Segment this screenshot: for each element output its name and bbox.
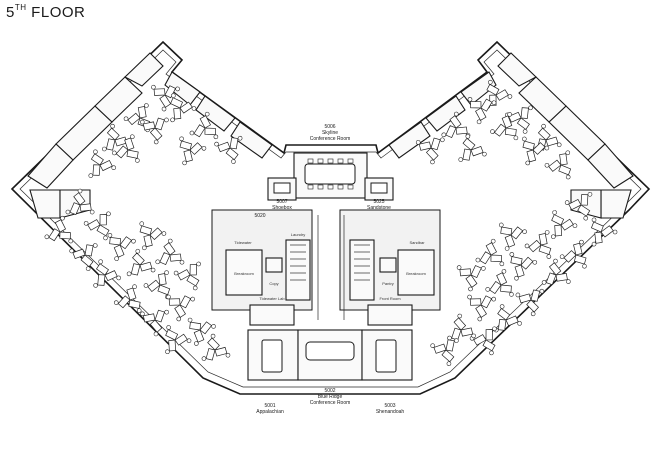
workstation-pod	[179, 136, 207, 166]
label-sandbar: Sandbar	[409, 240, 425, 245]
room-5003	[361, 329, 413, 381]
workstation-pod	[44, 215, 74, 244]
workstation-pod	[126, 248, 156, 277]
label-5025-name: Sandstone	[367, 205, 391, 211]
label-5025-number: 5025	[373, 199, 384, 205]
left-wing-offices	[27, 52, 273, 219]
label-pantry: Pantry	[382, 281, 394, 286]
room-5025	[364, 177, 394, 201]
workstation-pod	[447, 313, 476, 341]
workstation-pod	[430, 338, 459, 366]
workstation-pod	[166, 294, 195, 322]
workstation-pod	[467, 294, 497, 322]
label-breakroom-right: Breakroom	[406, 271, 426, 276]
workstation-pod	[88, 149, 117, 178]
label-front-room: Front Room	[379, 296, 401, 301]
label-5006-type: Conference Room	[310, 136, 351, 142]
room-5007	[267, 177, 297, 201]
label-5006-name: Skyline	[322, 130, 338, 136]
workstation-pod	[189, 111, 219, 140]
workstation-pod	[214, 135, 243, 164]
workstation-pod	[456, 265, 486, 292]
workstation-pod	[139, 117, 169, 145]
workstation-pod	[143, 270, 171, 300]
label-tidewater: Tidewater	[234, 240, 252, 245]
workstation-pod	[140, 309, 169, 337]
label-5002-type: Conference Room	[310, 400, 351, 406]
label-laundry: Laundry	[291, 232, 305, 237]
label-5007-number: 5007	[276, 199, 287, 205]
workstation-pod	[107, 232, 136, 261]
workstation-pod	[173, 261, 201, 291]
floor-title: 5TH FLOOR	[6, 3, 86, 21]
workstation-pod	[65, 188, 95, 216]
label-5002-name: Blue Ridge	[318, 394, 343, 400]
label-5003-number: 5003	[384, 403, 395, 409]
workstation-pod	[505, 105, 533, 134]
workstation-pod	[415, 137, 445, 165]
workstation-pod	[544, 150, 572, 180]
workstation-pod	[551, 210, 578, 240]
workstation-pod	[590, 217, 618, 247]
workstation-pod	[475, 238, 505, 267]
workstation-pod	[139, 221, 167, 251]
workstation-pod	[113, 284, 142, 313]
workstation-pod	[498, 222, 527, 251]
workstation-pod	[441, 111, 471, 138]
room-5002	[297, 329, 363, 381]
workstation-pod	[493, 304, 522, 333]
workstation-pod	[165, 325, 192, 355]
workstation-pod	[458, 134, 487, 162]
workstation-pod	[187, 317, 216, 346]
workstation-pod	[485, 269, 514, 297]
workstation-pods	[44, 79, 618, 366]
room-labels: 5006 Skyline Conference Room 5007 Shoebo…	[234, 124, 426, 415]
right-wing-offices	[388, 52, 634, 219]
workstation-pod	[170, 93, 197, 123]
workstation-pod	[467, 97, 497, 125]
workstation-pod	[155, 238, 185, 265]
workstation-pod	[93, 259, 121, 288]
workstation-pod	[522, 136, 550, 166]
workstation-pod	[564, 191, 593, 221]
workstation-pod	[151, 84, 180, 112]
room-5006	[293, 152, 368, 199]
label-5007-name: Shoebox	[272, 205, 292, 211]
room-5001	[247, 329, 299, 381]
workstation-pod	[524, 230, 552, 259]
workstation-pod	[102, 123, 131, 152]
workstation-pod	[469, 326, 497, 356]
label-5020: 5020	[254, 213, 265, 219]
workstation-pod	[490, 112, 519, 141]
label-tidewater-lab: Tidewater Lab	[259, 296, 285, 301]
label-5001-number: 5001	[264, 403, 275, 409]
label-copy: Copy	[269, 281, 278, 286]
workstation-pod	[69, 243, 98, 271]
label-breakroom-left: Breakroom	[234, 271, 254, 276]
label-5001-name: Appalachian	[256, 409, 284, 415]
label-5002-number: 5002	[324, 388, 335, 394]
workstation-pod	[515, 288, 545, 317]
central-core	[211, 209, 441, 326]
label-5006-number: 5006	[324, 124, 335, 130]
workstation-pod	[111, 134, 140, 163]
workstation-pod	[83, 211, 111, 241]
workstation-pod	[509, 252, 538, 281]
workstation-pod	[201, 333, 231, 361]
workstation-pod	[541, 258, 571, 286]
workstation-pod	[559, 239, 587, 269]
label-5003-name: Shenandoah	[376, 409, 405, 415]
